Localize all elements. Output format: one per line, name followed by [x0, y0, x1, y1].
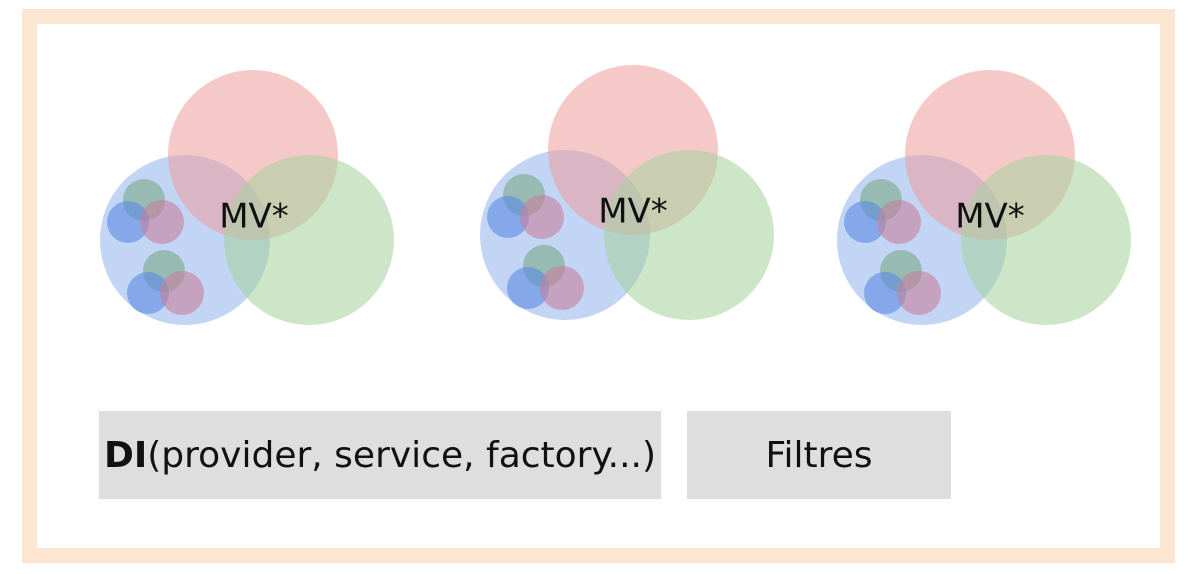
small-blue-circle	[107, 201, 149, 243]
green-circle	[961, 155, 1131, 325]
mv-label: MV*	[955, 197, 1025, 237]
small-blue-circle	[507, 267, 549, 309]
di-box: DI (provider, service, factory...)	[99, 411, 661, 499]
small-red-circle	[540, 266, 584, 310]
di-box-bold: DI	[103, 434, 148, 476]
di-box-text: (provider, service, factory...)	[147, 434, 657, 476]
small-red-circle	[160, 271, 204, 315]
filtres-box: Filtres	[687, 411, 951, 499]
mv-label: MV*	[598, 192, 668, 232]
small-blue-circle	[844, 201, 886, 243]
small-red-circle	[520, 195, 564, 239]
mv-label: MV*	[219, 197, 289, 237]
filtres-label: Filtres	[765, 434, 873, 476]
small-blue-circle	[127, 272, 169, 314]
small-red-circle	[140, 200, 184, 244]
small-blue-circle	[864, 272, 906, 314]
green-circle	[224, 155, 394, 325]
small-blue-circle	[487, 196, 529, 238]
green-circle	[604, 150, 774, 320]
small-red-circle	[877, 200, 921, 244]
small-red-circle	[897, 271, 941, 315]
